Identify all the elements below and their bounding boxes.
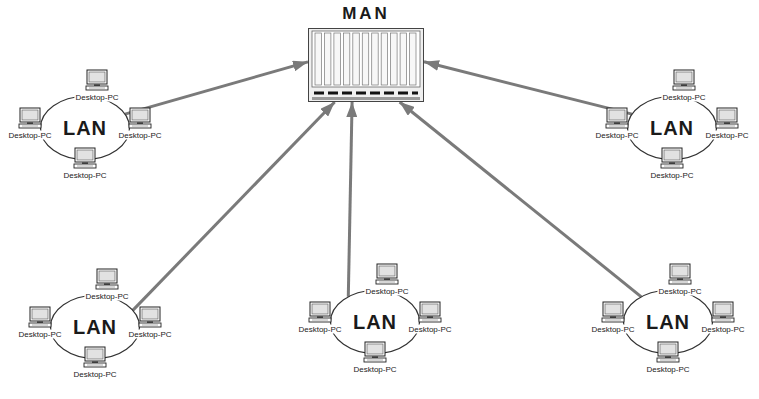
pc-label: Desktop-PC	[700, 325, 745, 334]
pc-label: Desktop-PC	[364, 287, 409, 296]
rack-slot	[372, 33, 378, 85]
network-heading: MAN	[308, 4, 424, 24]
pc-label: Desktop-PC	[297, 325, 342, 334]
rack-slot	[410, 33, 416, 85]
pc-icon	[376, 264, 398, 284]
pc-label: Desktop-PC	[72, 370, 117, 379]
pc-label: Desktop-PC	[649, 171, 694, 180]
pc-label: Desktop-PC	[117, 131, 162, 140]
pc-icon	[716, 108, 738, 128]
pc-label: Desktop-PC	[590, 325, 635, 334]
rack-slot	[400, 33, 406, 85]
network-name: LAN	[353, 311, 397, 334]
pc-icon	[673, 70, 695, 90]
pc-icon	[19, 108, 41, 128]
rack-slot	[343, 33, 349, 85]
link-arrow	[348, 102, 352, 297]
pc-icon	[309, 302, 331, 322]
pc-icon	[364, 342, 386, 362]
ring-line	[41, 97, 130, 160]
rack-outline	[308, 28, 424, 102]
pc-icon	[602, 302, 624, 322]
ring-line	[624, 291, 713, 354]
link-arrow	[133, 102, 335, 310]
pc-icon	[86, 70, 108, 90]
pc-label: Desktop-PC	[127, 330, 172, 339]
rack-frame	[309, 29, 424, 102]
pc-label: Desktop-PC	[62, 171, 107, 180]
pc-label: Desktop-PC	[704, 131, 749, 140]
man-device: MAN	[308, 4, 424, 102]
pc-icon	[96, 269, 118, 289]
pc-label: Desktop-PC	[407, 325, 452, 334]
pc-icon	[84, 347, 106, 367]
pc-label: Desktop-PC	[17, 330, 62, 339]
network-name: LAN	[73, 316, 117, 339]
pc-label: Desktop-PC	[74, 93, 119, 102]
network-name: LAN	[650, 117, 694, 140]
pc-icon	[419, 302, 441, 322]
network-name: LAN	[646, 311, 690, 334]
pc-icon	[129, 108, 151, 128]
pc-label: Desktop-PC	[661, 93, 706, 102]
pc-label: Desktop-PC	[645, 365, 690, 374]
rack-bar	[314, 92, 418, 95]
pc-icon	[657, 342, 679, 362]
ring-line	[331, 291, 420, 354]
pc-icon	[712, 302, 734, 322]
pc-icon	[606, 108, 628, 128]
rack-slot	[362, 33, 368, 85]
network-name: LAN	[63, 117, 107, 140]
rack-base	[312, 97, 420, 100]
rack-slot	[315, 33, 321, 85]
pc-icon	[669, 264, 691, 284]
pc-label: Desktop-PC	[84, 292, 129, 301]
pc-icon	[74, 148, 96, 168]
link-arrow	[424, 62, 632, 114]
rack-slot	[353, 33, 359, 85]
rack-bay	[312, 31, 420, 87]
pc-label: Desktop-PC	[7, 131, 52, 140]
pc-icon	[29, 307, 51, 327]
rack-slot	[334, 33, 340, 85]
pc-icon	[661, 148, 683, 168]
pc-label: Desktop-PC	[352, 365, 397, 374]
ring-line	[51, 296, 140, 359]
pc-icon	[139, 307, 161, 327]
rack-slot	[381, 33, 387, 85]
rack-slot	[324, 33, 330, 85]
link-arrow	[125, 62, 308, 114]
rack-slot	[391, 33, 397, 85]
ring-line	[628, 97, 717, 160]
pc-label: Desktop-PC	[594, 131, 639, 140]
link-arrow	[400, 102, 642, 297]
pc-label: Desktop-PC	[657, 287, 702, 296]
